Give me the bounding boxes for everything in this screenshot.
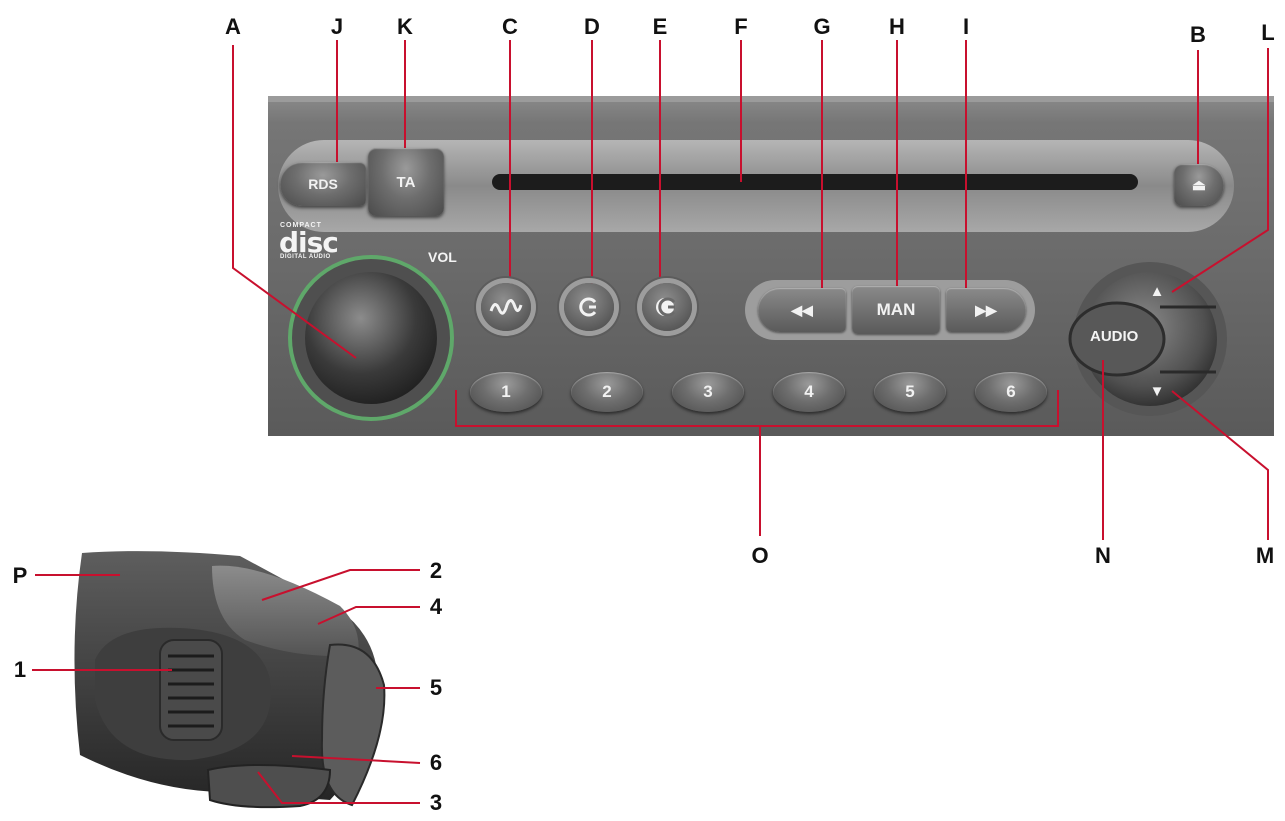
preset-button-1[interactable]: 1: [470, 372, 542, 412]
leader-line-2: [261, 569, 420, 601]
leader-line-4: [317, 606, 420, 625]
callout-F: F: [734, 14, 748, 39]
callout-5: 5: [429, 675, 443, 700]
callout-N: N: [1095, 543, 1111, 568]
cd-slot: [492, 174, 1138, 190]
callout-K: K: [397, 14, 413, 39]
man-button-label: MAN: [876, 300, 916, 319]
preset-button-label: 2: [602, 382, 612, 401]
leader-line-A: [232, 45, 357, 359]
seek-forward-button[interactable]: ▶▶: [946, 288, 1026, 332]
callout-I: I: [962, 14, 970, 39]
ta-button[interactable]: TA: [368, 148, 444, 216]
leader-line-3: [257, 771, 420, 804]
preset-button-3[interactable]: 3: [672, 372, 744, 412]
callout-C: C: [502, 14, 518, 39]
audio-button-label: AUDIO: [1090, 328, 1139, 345]
eject-icon: ⏏: [1191, 177, 1207, 194]
preset-button-6[interactable]: 6: [975, 372, 1047, 412]
leader-bracket-O: [455, 390, 1059, 536]
eject-button[interactable]: ⏏: [1174, 164, 1224, 206]
callout-1: 1: [13, 657, 27, 682]
callout-L: L: [1261, 20, 1275, 45]
tune-down-button[interactable]: ▼: [1142, 378, 1172, 404]
preset-button-label: 6: [1006, 382, 1016, 401]
disc-logo-top-text: COMPACT: [280, 222, 322, 229]
callout-6: 6: [429, 750, 443, 775]
rds-button-label: RDS: [308, 176, 338, 192]
seek-back-button[interactable]: ◀◀: [758, 288, 846, 332]
source-button[interactable]: [642, 283, 692, 331]
callout-2: 2: [429, 558, 443, 583]
callout-P: P: [12, 563, 28, 588]
audio-button-shape[interactable]: [1068, 301, 1166, 377]
leader-line-L: [1171, 48, 1269, 293]
fast-forward-icon: ▶▶: [975, 301, 997, 318]
preset-button-4[interactable]: 4: [773, 372, 845, 412]
arrow-down-icon: ▼: [1149, 382, 1165, 400]
rds-button[interactable]: RDS: [280, 162, 366, 206]
arrow-up-icon: ▲: [1149, 282, 1165, 300]
volume-label: VOL: [428, 249, 457, 265]
preset-button-label: 1: [501, 382, 511, 401]
callout-O: O: [751, 543, 769, 568]
volume-knob[interactable]: [305, 272, 437, 404]
callout-M: M: [1255, 543, 1275, 568]
steering-stalk-control: [74, 551, 386, 809]
preset-button-label: 3: [703, 382, 713, 401]
stalk-end-button[interactable]: [320, 643, 386, 807]
callout-D: D: [584, 14, 600, 39]
band-button[interactable]: [564, 283, 614, 331]
rewind-icon: ◀◀: [791, 301, 813, 318]
preset-button-5[interactable]: 5: [874, 372, 946, 412]
stalk-top-button[interactable]: [212, 565, 359, 656]
callout-4: 4: [429, 594, 443, 619]
tune-up-button[interactable]: ▲: [1142, 278, 1172, 304]
ta-button-label: TA: [396, 173, 416, 191]
disc-logo-bottom-text: DIGITAL AUDIO: [280, 254, 331, 260]
callout-H: H: [889, 14, 905, 39]
preset-button-2[interactable]: 2: [571, 372, 643, 412]
thumb-wheel[interactable]: [159, 639, 223, 741]
leader-lines: [32, 40, 1269, 804]
callout-E: E: [652, 14, 668, 39]
leader-line-6: [291, 755, 421, 764]
disc-logo: disc: [279, 226, 339, 259]
band-icon: [579, 297, 597, 317]
preset-button-label: 5: [905, 382, 915, 401]
sound-settings-button[interactable]: [481, 283, 531, 331]
callout-3: 3: [429, 790, 443, 815]
man-button[interactable]: MAN: [852, 286, 940, 334]
callout-J: J: [330, 14, 344, 39]
leader-line-M: [1171, 390, 1269, 540]
callout-A: A: [225, 14, 241, 39]
callout-B: B: [1190, 22, 1206, 47]
radio-faceplate: [268, 96, 1274, 436]
waveform-icon: [489, 299, 523, 315]
source-icon: [656, 297, 676, 317]
preset-button-label: 4: [804, 382, 814, 401]
callout-G: G: [813, 14, 831, 39]
